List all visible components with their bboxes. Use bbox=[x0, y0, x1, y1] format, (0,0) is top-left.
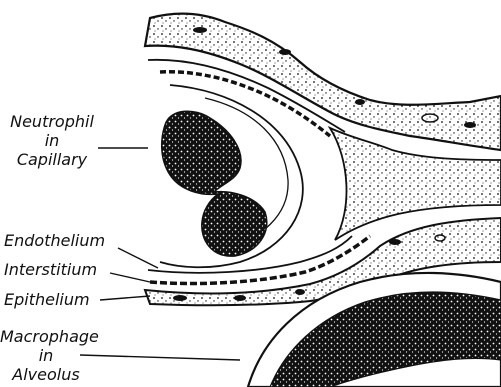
macrophage-label-line-3: Alveolus bbox=[0, 365, 92, 384]
macrophage-leader-line bbox=[80, 355, 240, 360]
endothelium-label: Endothelium bbox=[4, 231, 105, 250]
interstitium-label: Interstitium bbox=[4, 260, 97, 279]
neutrophil-label-line-2: in bbox=[0, 131, 104, 150]
macrophage-label-line-1: Macrophage bbox=[0, 327, 92, 346]
epithelium-label: Epithelium bbox=[4, 290, 90, 309]
endothelium-leader-line bbox=[118, 248, 158, 268]
interstitium-leader-line bbox=[110, 273, 150, 282]
neutrophil-label: Neutrophil in Capillary bbox=[0, 112, 104, 169]
macrophage-label: Macrophage in Alveolus bbox=[0, 327, 92, 384]
macrophage-label-line-2: in bbox=[0, 346, 92, 365]
neutrophil-nucleus bbox=[162, 111, 267, 256]
neutrophil-label-line-3: Capillary bbox=[0, 150, 104, 169]
neutrophil-label-line-1: Neutrophil bbox=[0, 112, 104, 131]
epithelium-leader-line bbox=[100, 296, 150, 300]
